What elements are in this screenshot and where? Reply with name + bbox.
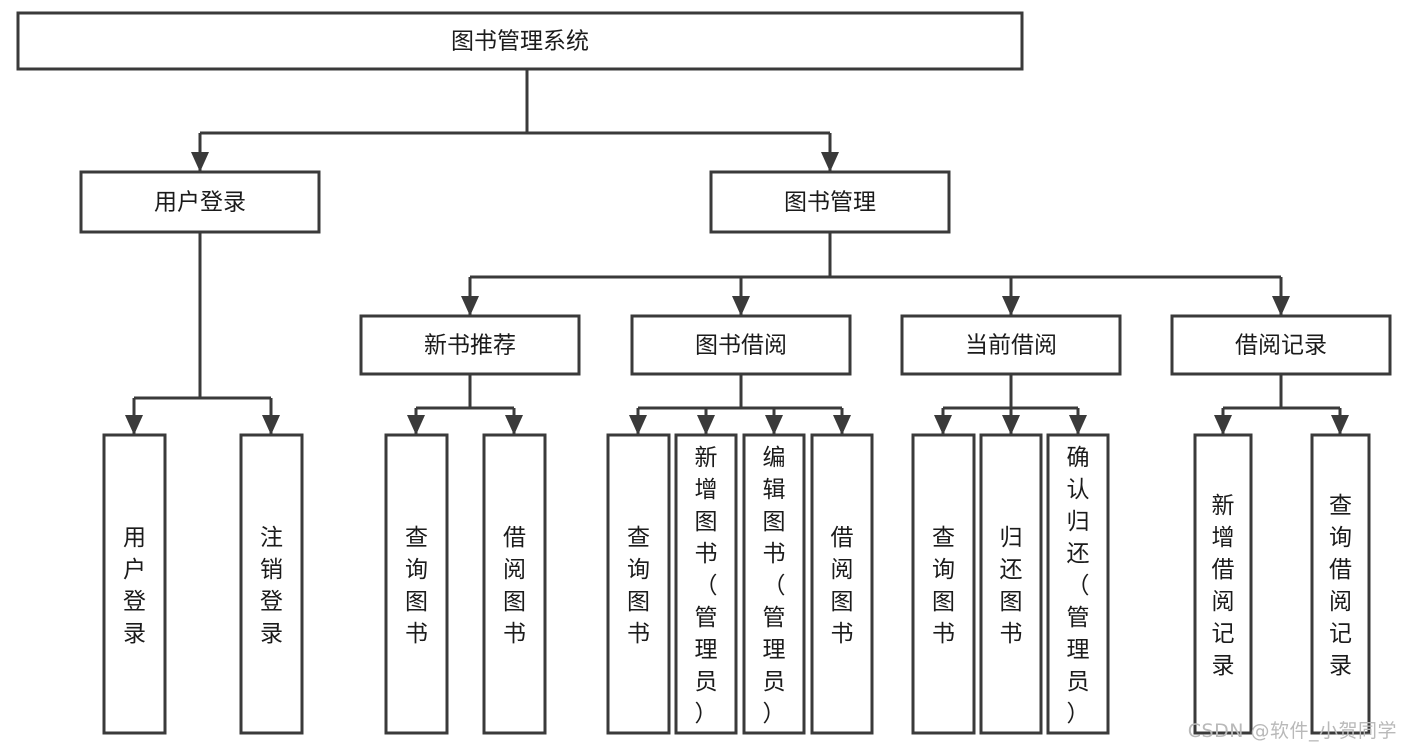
node-box[interactable] xyxy=(1310,433,1371,735)
node-label: 新书推荐 xyxy=(424,333,516,359)
node-leaf-user-login[interactable]: 用户登录 xyxy=(102,433,167,735)
node-leaf-query-book-borrow[interactable]: 查询图书 xyxy=(606,433,671,735)
node-box[interactable] xyxy=(359,314,581,376)
node-label: 借阅记录 xyxy=(1235,333,1327,359)
node-label: 用户登录 xyxy=(123,525,146,647)
arrow-head-icon xyxy=(821,152,839,172)
node-new-book-recommend[interactable]: 新书推荐 xyxy=(359,314,581,376)
node-box[interactable] xyxy=(606,433,671,735)
node-label: 查询图书 xyxy=(932,525,955,647)
node-label: 查询图书 xyxy=(405,525,428,647)
node-label: 新增借阅记录 xyxy=(1212,493,1235,679)
node-box[interactable] xyxy=(1046,433,1110,735)
arrow-head-icon xyxy=(262,415,280,435)
node-box[interactable] xyxy=(79,170,321,234)
arrow-head-icon xyxy=(125,415,143,435)
arrow-head-icon xyxy=(629,415,647,435)
node-box[interactable] xyxy=(1193,433,1253,735)
node-leaf-add-borrow-record[interactable]: 新增借阅记录 xyxy=(1193,433,1253,735)
connector-layer xyxy=(125,69,1349,435)
node-box[interactable] xyxy=(674,433,738,735)
arrow-head-icon xyxy=(732,296,750,316)
arrow-head-icon xyxy=(505,415,523,435)
node-user-login[interactable]: 用户登录 xyxy=(79,170,321,234)
node-leaf-query-borrow-record[interactable]: 查询借阅记录 xyxy=(1310,433,1371,735)
node-leaf-logout[interactable]: 注销登录 xyxy=(239,433,304,735)
node-leaf-edit-book-admin[interactable]: 编辑图书（管理员） xyxy=(742,433,806,735)
node-leaf-query-book-current[interactable]: 查询图书 xyxy=(911,433,976,735)
node-box[interactable] xyxy=(709,170,951,234)
node-root-system[interactable]: 图书管理系统 xyxy=(16,11,1024,71)
arrow-head-icon xyxy=(1214,415,1232,435)
arrow-head-icon xyxy=(1069,415,1087,435)
node-label: 归还图书 xyxy=(1000,525,1023,647)
arrow-head-icon xyxy=(833,415,851,435)
node-label: 用户登录 xyxy=(154,190,246,216)
node-book-management[interactable]: 图书管理 xyxy=(709,170,951,234)
node-book-borrow[interactable]: 图书借阅 xyxy=(630,314,852,376)
node-label: 查询借阅记录 xyxy=(1329,493,1352,679)
node-leaf-confirm-return-admin[interactable]: 确认归还（管理员） xyxy=(1046,433,1110,735)
node-label: 当前借阅 xyxy=(965,333,1057,359)
node-label: 注销登录 xyxy=(260,525,283,647)
arrow-head-icon xyxy=(1331,415,1349,435)
node-box[interactable] xyxy=(239,433,304,735)
node-box[interactable] xyxy=(16,11,1024,71)
node-leaf-return-book[interactable]: 归还图书 xyxy=(979,433,1043,735)
arrow-head-icon xyxy=(461,296,479,316)
node-box[interactable] xyxy=(900,314,1122,376)
arrow-head-icon xyxy=(191,152,209,172)
node-label: 借阅图书 xyxy=(503,525,526,647)
arrow-head-icon xyxy=(407,415,425,435)
node-leaf-query-book-rec[interactable]: 查询图书 xyxy=(384,433,449,735)
node-label: 新增图书（管理员） xyxy=(695,445,718,727)
node-label: 图书借阅 xyxy=(695,333,787,359)
node-box[interactable] xyxy=(630,314,852,376)
node-box[interactable] xyxy=(911,433,976,735)
node-layer: 图书管理系统用户登录图书管理新书推荐图书借阅当前借阅借阅记录用户登录注销登录查询… xyxy=(16,11,1392,735)
node-leaf-add-book-admin[interactable]: 新增图书（管理员） xyxy=(674,433,738,735)
node-leaf-borrow-book-rec[interactable]: 借阅图书 xyxy=(482,433,547,735)
node-leaf-borrow-book[interactable]: 借阅图书 xyxy=(810,433,874,735)
arrow-head-icon xyxy=(1002,415,1020,435)
node-box[interactable] xyxy=(742,433,806,735)
arrow-head-icon xyxy=(697,415,715,435)
node-current-borrow[interactable]: 当前借阅 xyxy=(900,314,1122,376)
node-box[interactable] xyxy=(482,433,547,735)
node-box[interactable] xyxy=(1170,314,1392,376)
arrow-head-icon xyxy=(765,415,783,435)
arrow-head-icon xyxy=(1272,296,1290,316)
node-label: 图书管理 xyxy=(784,190,876,216)
node-borrow-record[interactable]: 借阅记录 xyxy=(1170,314,1392,376)
node-label: 编辑图书（管理员） xyxy=(763,445,786,727)
node-label: 借阅图书 xyxy=(831,525,854,647)
node-label: 确认归还（管理员） xyxy=(1067,445,1090,727)
node-box[interactable] xyxy=(979,433,1043,735)
node-box[interactable] xyxy=(102,433,167,735)
arrow-head-icon xyxy=(934,415,952,435)
node-box[interactable] xyxy=(384,433,449,735)
node-label: 查询图书 xyxy=(627,525,650,647)
node-label: 图书管理系统 xyxy=(451,29,589,55)
node-box[interactable] xyxy=(810,433,874,735)
arrow-head-icon xyxy=(1002,296,1020,316)
